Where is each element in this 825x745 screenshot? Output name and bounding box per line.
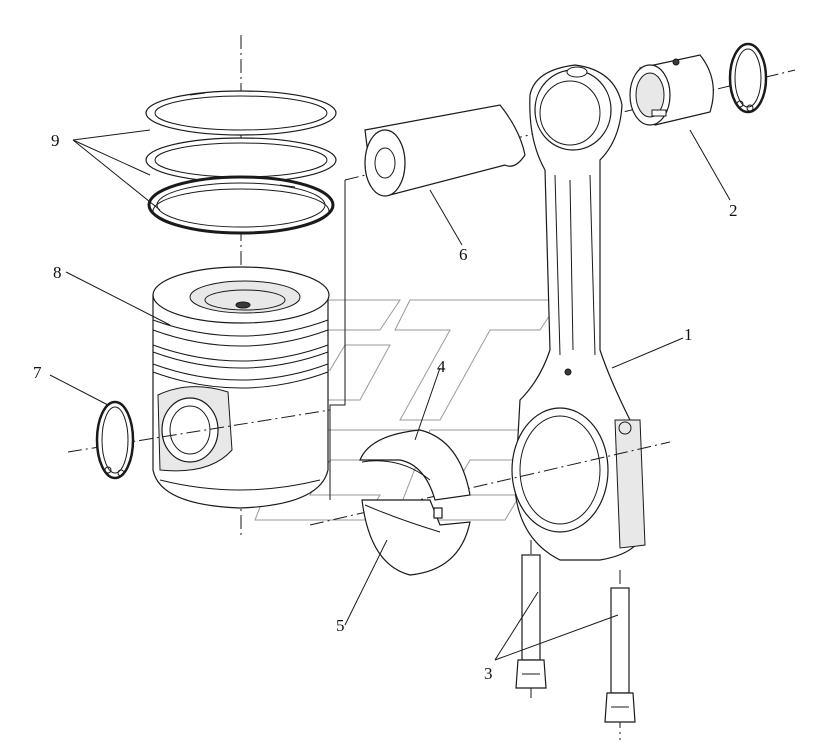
bearing-shell-lower — [361, 499, 471, 576]
callout-6: 6 — [459, 245, 468, 264]
circlip-right — [728, 42, 768, 114]
callout-9: 9 — [51, 131, 60, 150]
piston-bowl — [189, 280, 301, 314]
callout-4: 4 — [437, 357, 446, 376]
callout-7: 7 — [33, 363, 42, 382]
piston-pin — [344, 69, 796, 197]
rod-big-end-bore — [511, 407, 609, 533]
rod-bolt-left — [515, 540, 547, 700]
piston-ring-set — [145, 35, 337, 535]
piston-ring-top — [145, 90, 337, 136]
piston-pin-bore — [161, 397, 219, 463]
callout-1: 1 — [684, 325, 693, 344]
connecting-rod — [309, 64, 671, 561]
small-end-bushing — [629, 54, 714, 126]
callout-2: 2 — [729, 201, 738, 220]
assembly-guide-line — [329, 180, 346, 500]
bearing-shell-upper — [359, 429, 471, 501]
callout-8: 8 — [53, 263, 62, 282]
circlip-left — [67, 400, 331, 480]
callouts: 1 2 3 4 5 6 7 8 9 — [33, 131, 738, 683]
piston-ring-middle — [145, 137, 337, 183]
leader-lines — [49, 129, 731, 661]
callout-3: 3 — [484, 664, 493, 683]
callout-5: 5 — [336, 616, 345, 635]
piston — [152, 266, 330, 509]
rod-bolt-right — [604, 570, 636, 740]
piston-ring-oil — [147, 175, 335, 235]
